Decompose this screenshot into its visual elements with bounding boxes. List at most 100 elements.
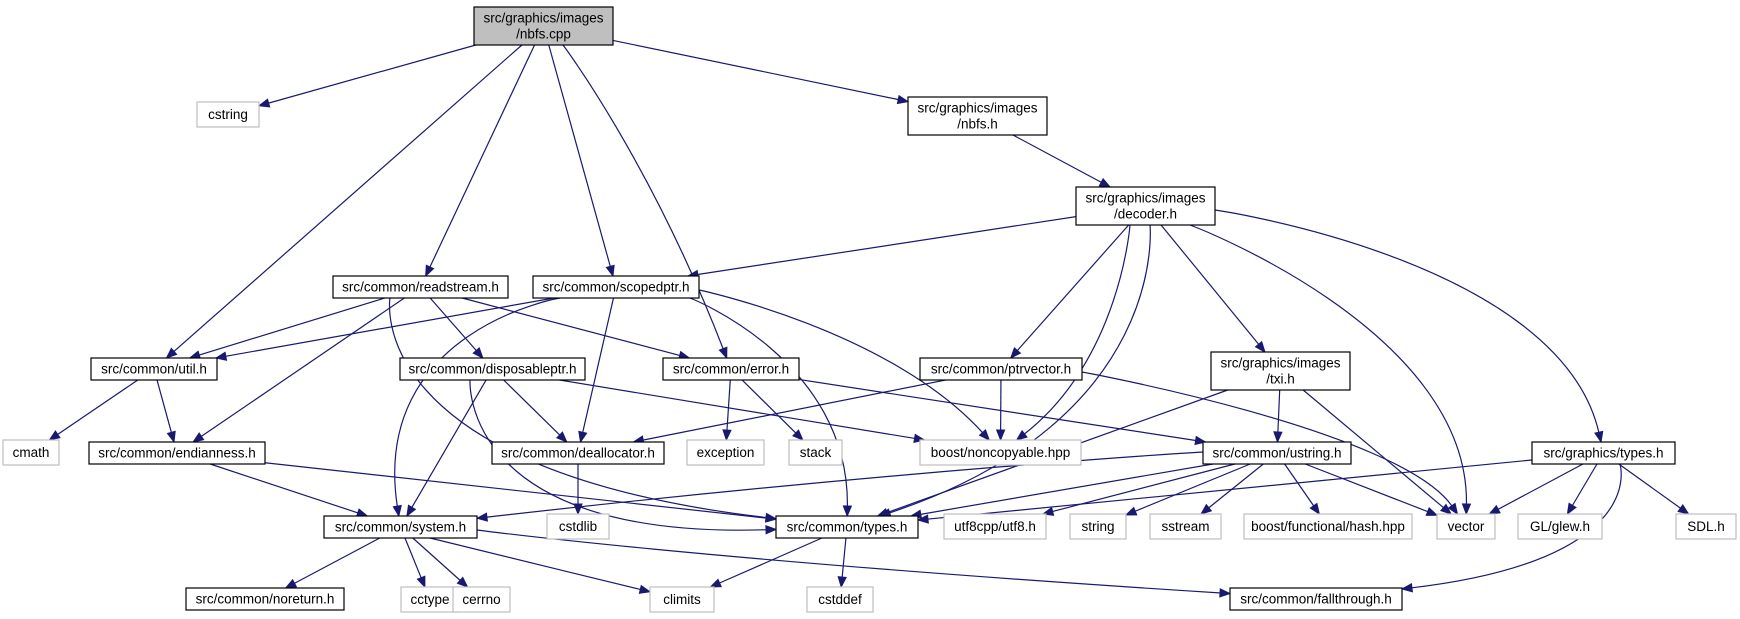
node-stack: stack	[788, 439, 843, 466]
node-label: /nbfs.h	[957, 117, 998, 132]
edge-system_h-to-climits	[429, 537, 652, 594]
arrowhead	[166, 430, 176, 444]
node-label: src/common/ustring.h	[1212, 446, 1341, 461]
node-label: boost/functional/hash.hpp	[1251, 519, 1405, 534]
edge-line	[428, 44, 536, 269]
node-box	[1075, 186, 1216, 226]
arrowhead	[1124, 506, 1138, 516]
node-box	[88, 441, 266, 465]
edge-readstream_h-to-error_h	[461, 297, 691, 360]
node-endianness-h[interactable]: src/common/endianness.h	[88, 441, 266, 465]
edge-scopedptr_h-to-util_h	[214, 297, 555, 361]
edge-line	[642, 379, 946, 441]
node-label: sstream	[1161, 519, 1209, 534]
edge-gtypes_h-to-fallthrough_h	[1400, 463, 1622, 593]
edge-line	[1302, 389, 1445, 509]
edge-line	[429, 537, 642, 591]
node-decoder-h[interactable]: src/graphics/images/decoder.h	[1075, 186, 1216, 226]
node-ptrvector-h[interactable]: src/common/ptrvector.h	[919, 357, 1083, 381]
node-cstdlib: cstdlib	[546, 513, 610, 540]
node-scopedptr-h[interactable]: src/common/scopedptr.h	[532, 275, 700, 299]
arrowhead	[1488, 504, 1501, 515]
node-box	[185, 587, 345, 611]
arrowhead	[1009, 346, 1022, 360]
node-box	[90, 357, 218, 381]
node-disposableptr-h[interactable]: src/common/disposableptr.h	[399, 357, 586, 381]
node-types-h[interactable]: src/common/types.h	[775, 515, 919, 539]
arrowhead	[995, 429, 1006, 442]
node-box	[907, 96, 1048, 136]
node-label: src/common/disposableptr.h	[408, 362, 576, 377]
node-label: GL/glew.h	[1530, 519, 1590, 534]
node-deallocator-h[interactable]: src/common/deallocator.h	[491, 441, 665, 465]
edge-line	[1134, 463, 1251, 513]
edge-decoder_h-to-vector	[1189, 224, 1472, 516]
node-sstream: sstream	[1149, 513, 1222, 540]
arrowhead	[978, 429, 991, 441]
node-box	[649, 586, 715, 613]
edge-scopedptr_h-to-types_h	[689, 297, 853, 518]
edge-line	[56, 379, 139, 436]
edge-line	[559, 379, 916, 440]
edge-system_h-to-noreturn_h	[284, 537, 381, 589]
node-txi-h[interactable]: src/graphics/images/txi.h	[1210, 351, 1351, 391]
edge-line	[581, 297, 615, 434]
node-box	[491, 441, 665, 465]
node-cstring: cstring	[196, 101, 260, 128]
edge-line	[156, 379, 173, 434]
arrowhead	[718, 346, 728, 360]
node-fallthrough-h[interactable]: src/common/fallthrough.h	[1229, 587, 1403, 611]
node-box	[788, 439, 843, 466]
node-ustring-h[interactable]: src/common/ustring.h	[1202, 441, 1352, 465]
edge-line	[612, 39, 900, 101]
node-label: boost/noncopyable.hpp	[931, 445, 1071, 460]
arrowhead	[1400, 583, 1413, 593]
node-box	[686, 439, 765, 466]
node-box	[332, 275, 509, 299]
node-box	[1229, 587, 1403, 611]
node-climits: climits	[649, 586, 715, 613]
arrowhead	[165, 347, 178, 359]
edge-line	[1618, 463, 1682, 510]
arrowhead	[916, 514, 929, 524]
node-readstream-h[interactable]: src/common/readstream.h	[332, 275, 509, 299]
node-label: exception	[697, 445, 755, 460]
edge-line	[264, 462, 768, 519]
arrowhead	[1098, 177, 1112, 188]
edge-nbfs_cpp-to-readstream_h	[425, 44, 536, 278]
edge-ustring_h-to-system_h	[475, 451, 1204, 522]
edge-line	[841, 537, 847, 579]
node-noreturn-h[interactable]: src/common/noreturn.h	[185, 587, 345, 611]
node-box	[806, 586, 874, 613]
edge-gtypes_h-to-glew	[1566, 463, 1598, 516]
arrowhead	[392, 504, 402, 518]
node-box	[1243, 513, 1413, 540]
node-nbfs-cpp[interactable]: src/graphics/images/nbfs.cpp	[473, 6, 614, 46]
node-box	[1675, 513, 1737, 540]
node-noncopyable: boost/noncopyable.hpp	[919, 439, 1082, 466]
edge-util_h-to-endianness_h	[156, 379, 176, 444]
node-nbfs-h[interactable]: src/graphics/images/nbfs.h	[907, 96, 1048, 136]
edge-disposableptr_h-to-noncopyable	[559, 379, 926, 443]
node-system-h[interactable]: src/common/system.h	[323, 515, 478, 539]
nodes-layer: src/graphics/images/nbfs.cpp cstring src/g…	[2, 6, 1737, 613]
arrowhead	[1200, 503, 1213, 515]
node-error-h[interactable]: src/common/error.h	[662, 357, 800, 381]
edge-line	[476, 529, 1222, 594]
node-util-h[interactable]: src/common/util.h	[90, 357, 218, 381]
edge-line	[404, 537, 423, 579]
node-label: /txi.h	[1266, 372, 1295, 387]
arrowhead	[1309, 502, 1321, 516]
node-box	[1517, 513, 1603, 540]
node-label: src/common/readstream.h	[342, 280, 499, 295]
node-hash: boost/functional/hash.hpp	[1243, 513, 1413, 540]
node-box	[943, 513, 1047, 540]
edge-system_h-to-cerrno	[412, 537, 469, 588]
arrowhead	[638, 584, 652, 594]
node-box	[323, 515, 478, 539]
arrowhead	[1566, 502, 1577, 516]
edge-endianness_h-to-types_h	[264, 462, 778, 523]
edge-line	[394, 297, 561, 508]
node-gtypes-h[interactable]: src/graphics/types.h	[1531, 441, 1676, 465]
arrowhead	[605, 264, 615, 278]
